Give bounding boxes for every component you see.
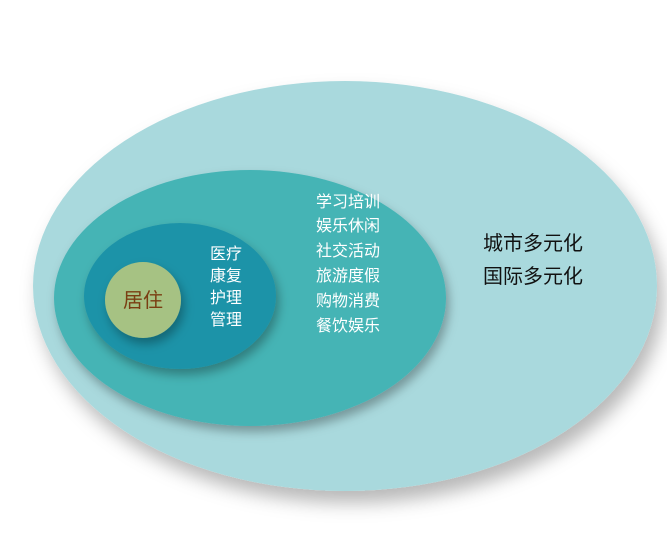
inner-ring-line: 管理 [210,310,242,329]
middle-ring-line: 餐饮娱乐 [316,316,380,335]
inner-ring-line: 医疗 [210,244,242,263]
outer-ring-line: 城市多元化 [483,231,583,255]
middle-ring-line: 娱乐休闲 [316,216,380,235]
outer-ring-line: 国际多元化 [483,264,583,288]
middle-ring-line: 社交活动 [316,241,380,260]
middle-ring-text: 学习培训 娱乐休闲 社交活动 旅游度假 购物消费 餐饮娱乐 [316,192,380,335]
outer-ring-text: 城市多元化 国际多元化 [483,231,583,288]
middle-ring-line: 购物消费 [316,291,380,310]
inner-ring-text: 医疗 康复 护理 管理 [210,244,242,329]
middle-ring-line: 学习培训 [316,192,380,211]
core-circle [105,262,181,338]
inner-ring-line: 护理 [210,288,242,307]
inner-ring-line: 康复 [210,266,242,285]
middle-ring-line: 旅游度假 [316,266,380,285]
core-label: 居住 [123,288,163,312]
